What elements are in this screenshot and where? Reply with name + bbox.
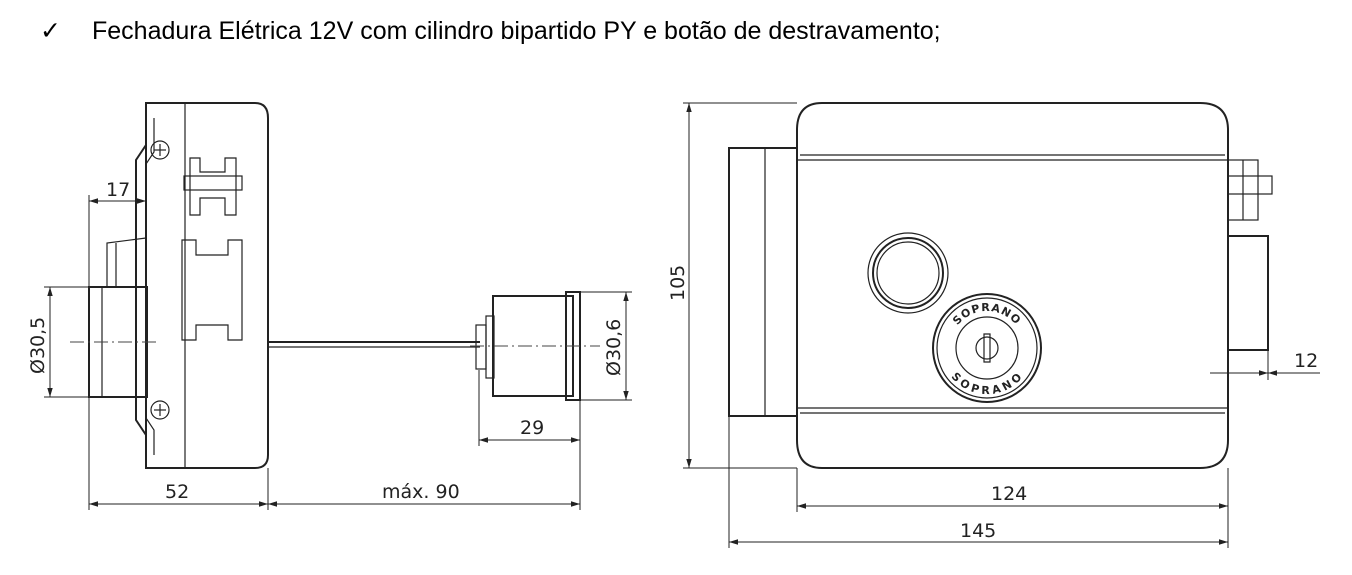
screw-top-icon	[150, 140, 170, 160]
dim-145-label: 145	[960, 520, 996, 542]
release-button-icon	[867, 232, 949, 314]
svg-text:SOPRANO: SOPRANO	[949, 370, 1025, 397]
side-view: 17 Ø30,5 Ø30,6 29 52 máx. 90	[27, 102, 632, 510]
brand-bottom-label: SOPRANO	[949, 370, 1024, 397]
front-view: SOPRANO SOPRANO 105 12 124 145	[667, 102, 1320, 548]
dim-max90-label: máx. 90	[382, 481, 460, 503]
heading-text: Fechadura Elétrica 12V com cilindro bipa…	[92, 17, 941, 45]
dim-124-label: 124	[991, 483, 1027, 505]
heading: ✓ Fechadura Elétrica 12V com cilindro bip…	[40, 16, 941, 46]
dim-d30-6-label: Ø30,6	[603, 319, 625, 376]
dim-d30-5-label: Ø30,5	[27, 317, 49, 374]
dim-105-label: 105	[667, 265, 689, 301]
screw-bottom-icon	[150, 400, 170, 420]
dim-52-label: 52	[165, 481, 189, 503]
dim-12-label: 12	[1294, 350, 1318, 372]
dim-17-label: 17	[106, 179, 130, 201]
dim-29-label: 29	[520, 417, 544, 439]
key-cylinder-icon: SOPRANO SOPRANO	[932, 293, 1042, 403]
check-icon: ✓	[40, 17, 61, 45]
